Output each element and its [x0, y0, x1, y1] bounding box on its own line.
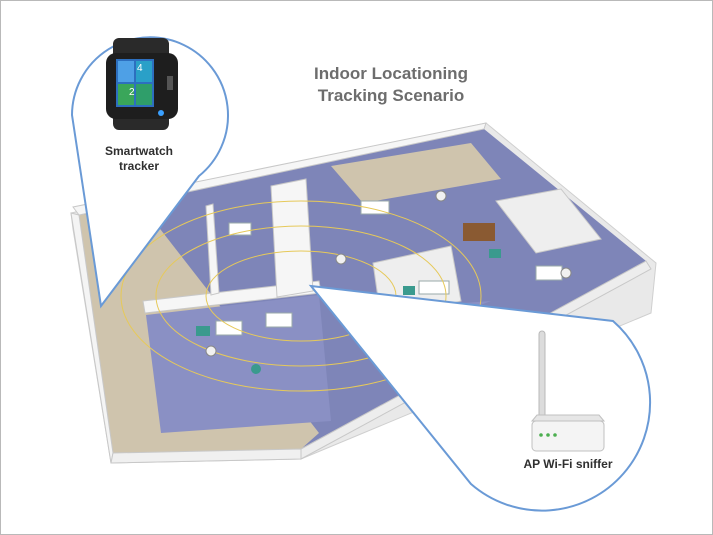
interior-wall-e [495, 188, 602, 254]
title-line-2: Tracking Scenario [317, 86, 465, 105]
bed [265, 312, 293, 328]
room-floor-ward [146, 295, 331, 433]
diagram-title: Indoor Locationing Tracking Scenario [266, 63, 516, 107]
ap-callout-bubble [308, 284, 652, 512]
wifi-router-icon [530, 330, 606, 452]
bed [418, 280, 450, 295]
smartwatch-label: Smartwatch tracker [93, 144, 185, 174]
teal-cabinet [196, 326, 210, 336]
bed [215, 320, 243, 336]
title-line-1: Indoor Locationing [314, 64, 468, 83]
smartwatch-icon [106, 38, 178, 130]
smartwatch-label-line-2: tracker [118, 159, 160, 173]
interior-wall-b [270, 178, 314, 298]
interior-wall-c [205, 203, 220, 296]
corridor-2 [331, 143, 501, 203]
person [335, 253, 347, 265]
teal-cabinet [489, 249, 501, 258]
ap-label: AP Wi-Fi sniffer [523, 457, 613, 471]
person [435, 190, 447, 202]
person [560, 267, 572, 279]
person [251, 364, 261, 374]
watch-screen-digit: 2 [129, 87, 135, 98]
bed [535, 265, 563, 281]
bed [228, 222, 252, 236]
watch-screen-digit: 4 [137, 63, 143, 74]
reception-desk [463, 223, 495, 241]
person [205, 345, 217, 357]
smartwatch-label-line-1: Smartwatch [104, 144, 174, 158]
teal-cabinet [403, 286, 415, 295]
